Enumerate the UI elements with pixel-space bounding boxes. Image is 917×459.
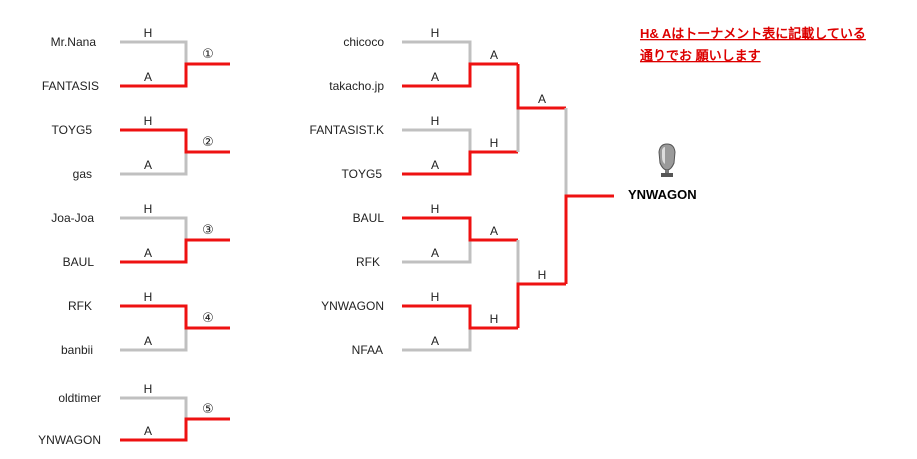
loser-line [120,216,188,240]
entrant-name: YNWAGON [321,299,384,313]
entrant-name: BAUL [63,255,95,269]
entrant-name: takacho.jp [329,79,384,93]
entrant-name: FANTASIST.K [310,123,384,137]
entrant-name: Mr.Nana [51,35,97,49]
winner-line [516,282,566,328]
home-away-label: H [490,312,499,326]
home-away-label: H [144,290,153,304]
winner-line [120,128,230,154]
entrant-name: FANTASIS [42,79,99,93]
entrant-name: oldtimer [58,391,101,405]
entrant-name: Joa-Joa [51,211,94,225]
entrant-name: banbii [61,343,93,357]
home-away-label: H [431,290,440,304]
winner-line [120,62,230,88]
match-number: ② [202,134,214,149]
match-3: Joa-Joa BAUL H A ③ [51,202,230,269]
home-away-label: A [144,424,152,438]
entrant-name: RFK [356,255,380,269]
entrant-name: TOYG5 [342,167,383,181]
loser-line [402,40,472,64]
match-5: oldtimer YNWAGON H A ⑤ [38,382,230,447]
match-1: Mr.Nana FANTASIS H A ① [42,26,230,93]
match-number: ① [202,46,214,61]
match-number: ④ [202,310,214,325]
match-number: ⑤ [202,401,214,416]
winner-line [120,304,230,330]
home-away-label: A [144,70,152,84]
entrant-name: BAUL [353,211,385,225]
winner-line [516,64,566,110]
home-away-label: A [490,224,498,238]
home-away-label: A [144,246,152,260]
note-line-2: 通りでお 願いします [640,48,761,63]
home-away-label: A [538,92,546,106]
first-round-bracket: Mr.Nana FANTASIS H A ① TOYG5 gas H A ② J… [38,26,230,447]
home-away-label: H [144,114,153,128]
loser-line [120,396,188,419]
home-away-label: A [144,334,152,348]
winner-line [120,417,230,442]
winner-line [120,238,230,264]
entrant-name: TOYG5 [52,123,93,137]
winner-line [402,150,518,176]
home-away-label: H [490,136,499,150]
match-4: RFK banbii H A ④ [61,290,230,357]
home-away-label: H [144,382,153,396]
winner-line [402,216,518,242]
home-away-label: H [538,268,547,282]
entrant-name: NFAA [352,343,383,357]
note-line-1: H& Aはトーナメント表に記載している [640,26,866,41]
match-number: ③ [202,222,214,237]
loser-line [402,240,472,264]
loser-line [120,152,188,176]
home-away-label: H [144,26,153,40]
loser-line [120,328,188,352]
entrant-name: RFK [68,299,92,313]
home-away-label: A [431,246,439,260]
home-away-label: H [144,202,153,216]
home-away-label: A [490,48,498,62]
loser-line [402,328,472,352]
loser-line [402,128,472,152]
champion-name: YNWAGON [628,187,697,202]
entrant-name: chicoco [343,35,384,49]
home-away-label: H [431,114,440,128]
winner-line [402,304,518,330]
main-bracket: chicoco takacho.jp FANTASIST.K TOYG5 BAU… [310,26,614,357]
home-away-label: A [431,70,439,84]
winner-line [564,194,614,284]
home-away-label: H [431,26,440,40]
match-2: TOYG5 gas H A ② [52,114,230,181]
home-away-label: A [144,158,152,172]
entrant-name: gas [73,167,92,181]
winner-line [402,62,518,88]
entrant-name: YNWAGON [38,433,101,447]
home-away-label: A [431,334,439,348]
home-away-label: A [431,158,439,172]
home-away-label: H [431,202,440,216]
trophy-icon [658,143,676,177]
loser-line [120,40,188,64]
